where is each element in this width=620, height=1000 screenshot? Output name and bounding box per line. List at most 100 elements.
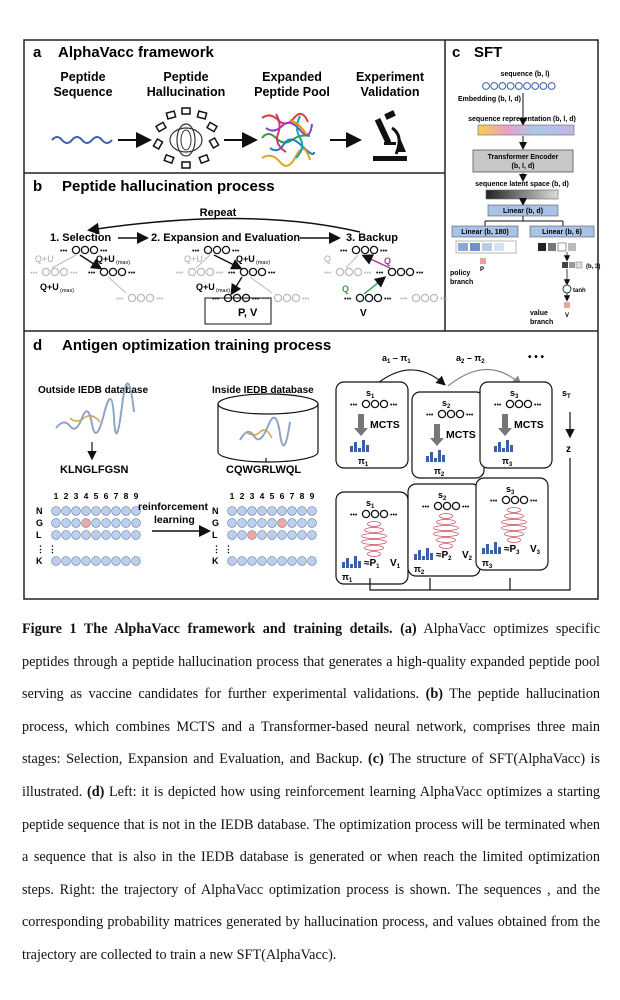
svg-text:s1: s1	[366, 388, 375, 400]
caption-b-text: The peptide hallucination process, which…	[22, 686, 601, 768]
panel-a-title: AlphaVacc framework	[58, 44, 215, 61]
grid-row-label: K	[36, 556, 43, 566]
svg-text:•••: •••	[416, 270, 424, 277]
grid-row-label: G	[36, 518, 43, 528]
grid-cell	[267, 506, 277, 516]
svg-text:•••: •••	[70, 270, 78, 277]
grid-col-label: 5	[94, 491, 99, 501]
svg-text:s2: s2	[438, 490, 447, 502]
microscope-icon	[373, 110, 407, 161]
panel-d-title: Antigen optimization training process	[62, 337, 331, 354]
grid-cell	[61, 518, 71, 528]
grid-cell	[101, 530, 111, 540]
branch-lines	[484, 216, 564, 226]
repeat-arrow	[87, 217, 361, 235]
grid-row-label: N	[36, 506, 43, 516]
svg-text:•••: •••	[340, 248, 348, 255]
svg-text:•••: •••	[462, 504, 470, 511]
step-4-line2: Validation	[360, 85, 419, 99]
panel-a: a AlphaVacc framework Peptide Sequence P…	[33, 44, 425, 169]
encoder-box	[472, 149, 574, 173]
z-label: z	[566, 444, 571, 455]
trajectory-cards: s1••••••MCTSπ1s2••••••MCTSπ2s3••••••MCTS…	[335, 381, 553, 585]
svg-text:•••: •••	[350, 512, 358, 519]
svg-text:≈P2: ≈P2	[436, 550, 452, 562]
grid-col-label: 2	[240, 491, 245, 501]
panel-c: c SFT sequence (b, l) Embedding (b, l, d…	[450, 44, 600, 326]
molecule-outside-2	[69, 415, 101, 423]
seq-end: CQWGRLWQL	[226, 464, 301, 476]
z-feedback	[369, 458, 571, 591]
grid-cell	[237, 506, 247, 516]
grid-cell	[51, 506, 61, 516]
panel-c-letter: c	[452, 44, 460, 61]
grid-cell	[91, 530, 101, 540]
svg-text:•••: •••	[262, 296, 270, 303]
grid-col-label: 9	[134, 491, 139, 501]
a1-label: a1 – π1	[382, 353, 411, 365]
qu-mid-1: Q+U	[184, 254, 203, 264]
node-sel-m: ••••••	[88, 267, 136, 277]
grid-col-label: 6	[104, 491, 109, 501]
svg-text:•••: •••	[30, 270, 38, 277]
inside-iedb: Inside IEDB database	[212, 385, 314, 396]
svg-text:V1: V1	[390, 558, 401, 570]
grid-cell	[247, 506, 257, 516]
grid-cell	[287, 506, 297, 516]
svg-text:•••: •••	[116, 296, 124, 303]
node-exp-r: ••• •••	[262, 293, 310, 303]
traj-dots: • • •	[528, 352, 545, 363]
step-1-line1: Peptide	[60, 70, 105, 84]
policy-line2: branch	[450, 279, 473, 286]
grid-cell	[297, 518, 307, 528]
grid-cell	[237, 518, 247, 528]
panel-b-letter: b	[33, 178, 42, 195]
svg-text:•••: •••	[376, 270, 384, 277]
grid-cell	[81, 518, 91, 528]
svg-text:•••: •••	[302, 296, 310, 303]
caption-d-label: (d)	[86, 783, 105, 800]
step-3-line2: Peptide Pool	[254, 85, 330, 99]
node-exp-root: ••••••	[192, 245, 240, 255]
grid-cell	[227, 530, 237, 540]
svg-text:•••: •••	[490, 498, 498, 505]
policy-output: P	[455, 240, 517, 273]
svg-text:•••: •••	[390, 512, 398, 519]
pv-label: P, V	[238, 307, 258, 319]
svg-text:V3: V3	[530, 544, 541, 556]
grid-cell	[121, 556, 131, 566]
card-node: ••••••	[422, 501, 470, 511]
svg-text:•••: •••	[232, 248, 240, 255]
grid-col-label: 6	[280, 491, 285, 501]
qu-left-3-sub: (max)	[60, 288, 74, 294]
svg-text:V2: V2	[462, 550, 473, 562]
grid-cell	[71, 530, 81, 540]
grid-cell	[111, 506, 121, 516]
grid-cell	[237, 530, 247, 540]
svg-text:•••: •••	[440, 296, 448, 303]
stage-backup: 3. Backup	[346, 232, 398, 244]
grid-cell	[267, 530, 277, 540]
figure-caption: Figure 1 The AlphaVacc framework and tra…	[22, 613, 600, 972]
grid-cell	[81, 530, 91, 540]
linear-policy-box	[451, 225, 519, 238]
caption-c-text: The structure of SFT(AlphaVacc) is illus…	[22, 751, 601, 800]
node-bk-l: ••••••	[324, 267, 372, 277]
grid-row-label: G	[212, 518, 219, 528]
sft-latent: sequence latent space (b, d)	[475, 181, 569, 188]
grid-row-label: L	[36, 530, 42, 540]
grid-cell	[81, 556, 91, 566]
grid-cell	[111, 518, 121, 528]
grid-cell	[257, 530, 267, 540]
grid-col-label: 8	[124, 491, 129, 501]
grid-cell	[101, 506, 111, 516]
figure-1: a AlphaVacc framework Peptide Sequence P…	[23, 39, 600, 600]
svg-text:•••: •••	[344, 296, 352, 303]
grid-cell	[131, 530, 141, 540]
svg-text:•••: •••	[216, 270, 224, 277]
backup-q-3: Q	[342, 284, 349, 294]
